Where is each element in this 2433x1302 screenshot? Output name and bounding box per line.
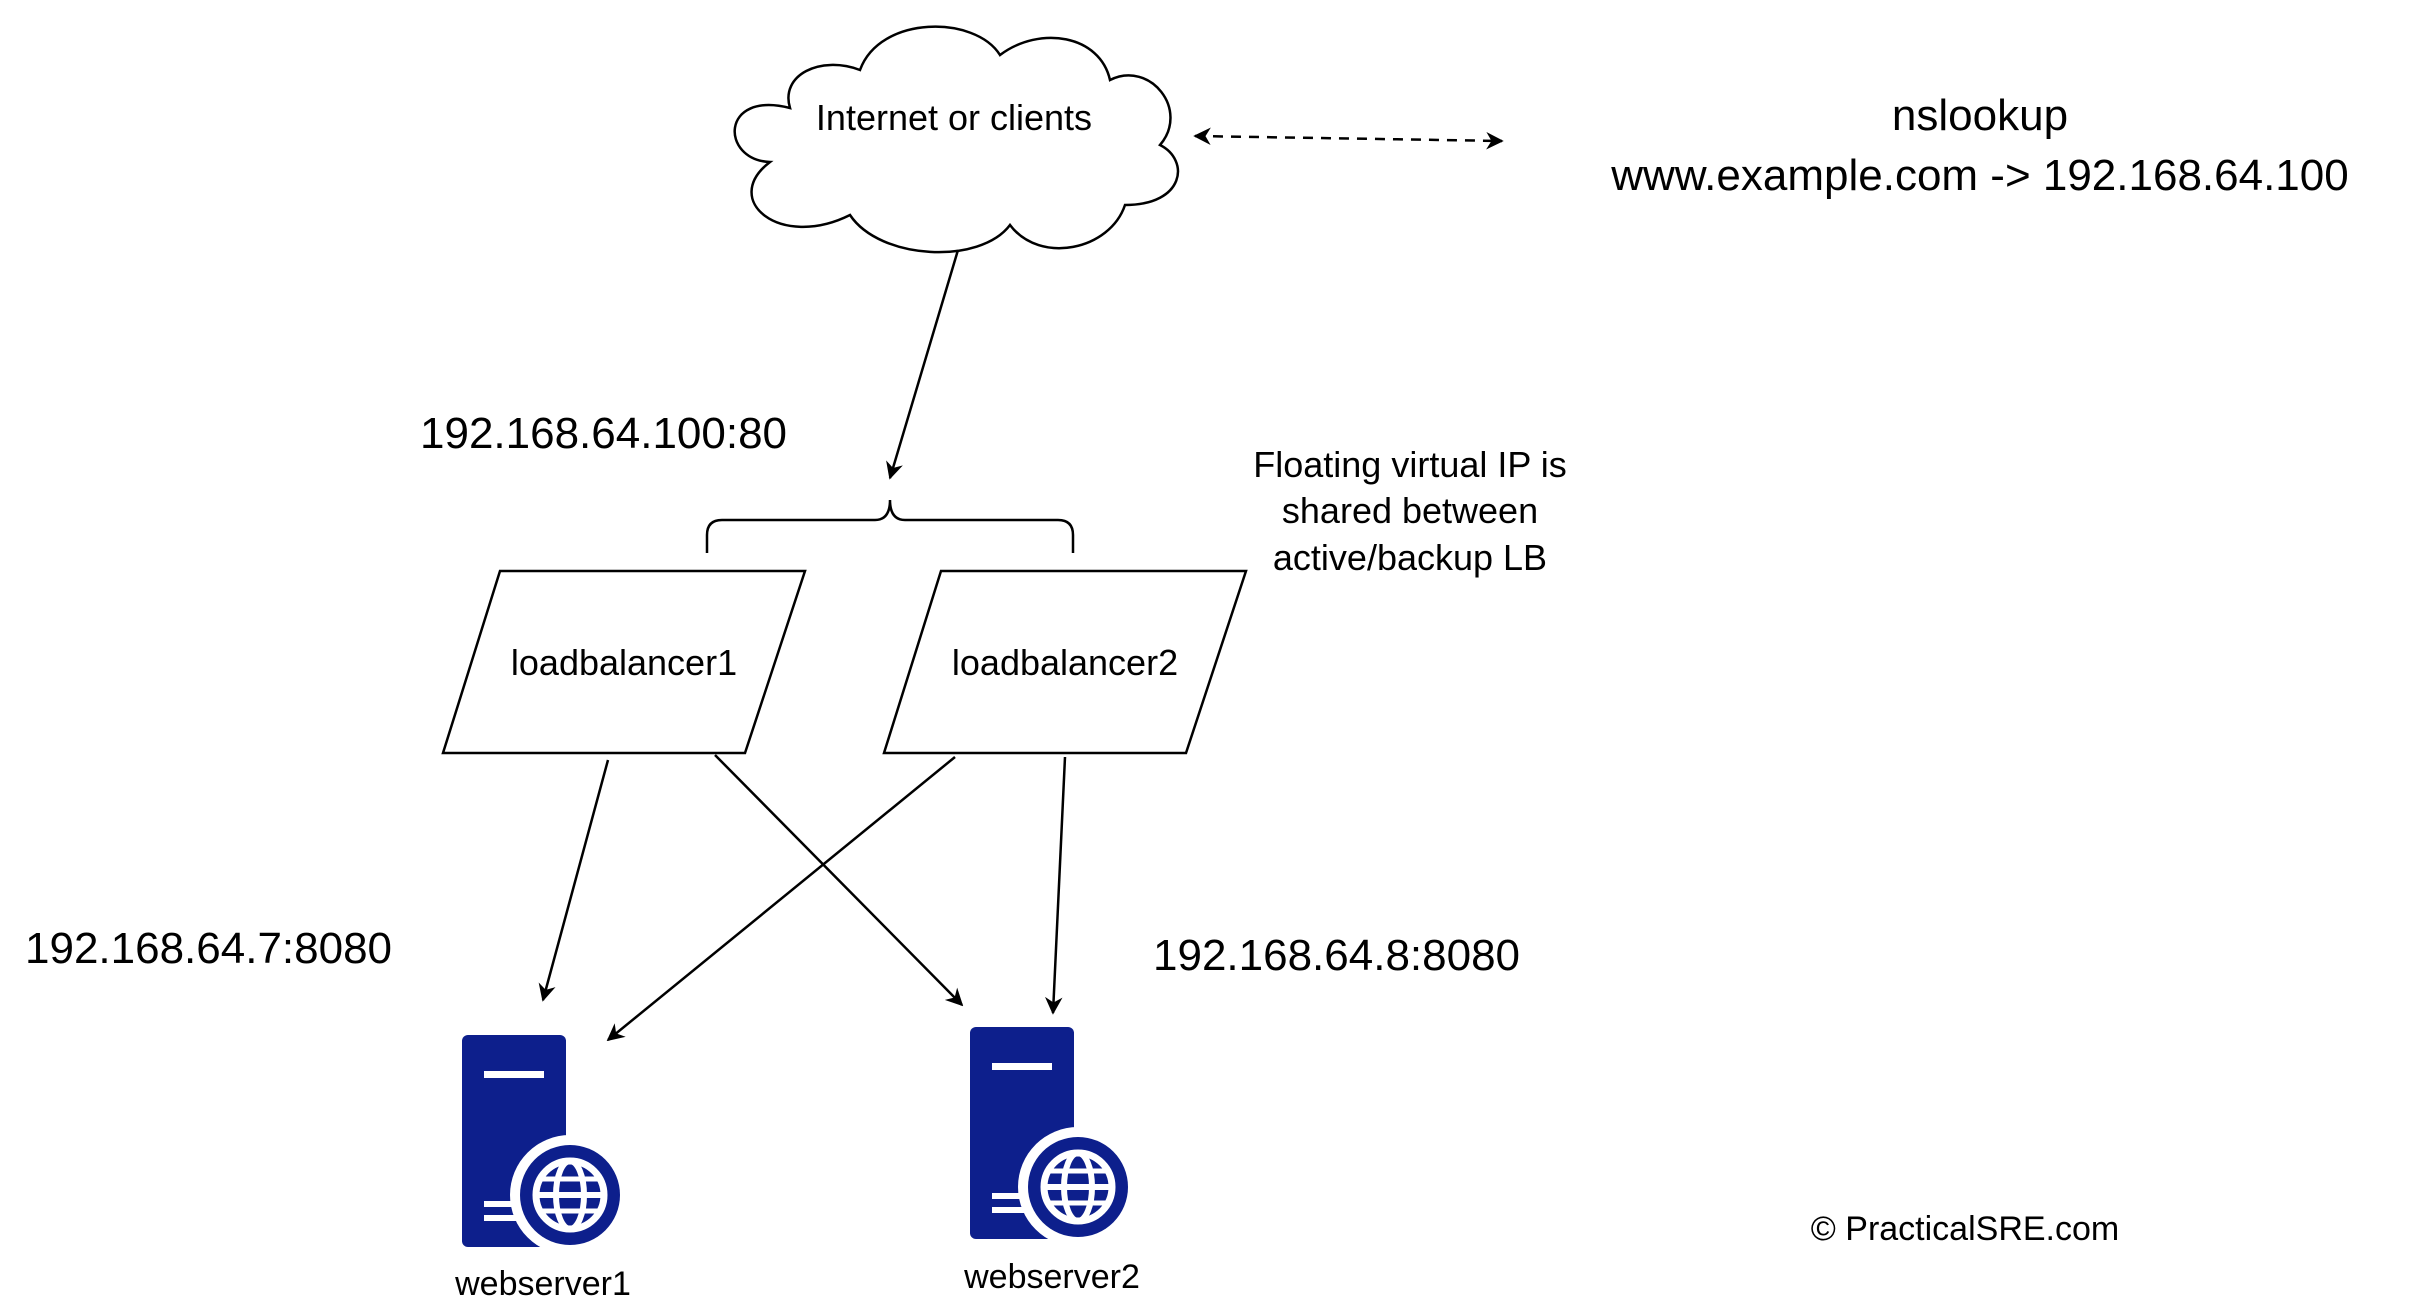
webserver2-label: webserver2 <box>963 1258 1140 1296</box>
vip-address: 192.168.64.100:80 <box>420 409 787 458</box>
webserver1-node: webserver1 <box>454 1035 631 1302</box>
loadbalancer1-node: loadbalancer1 <box>441 569 807 755</box>
cloud-to-vip-arrow <box>886 249 960 480</box>
vip-brace <box>705 499 1075 553</box>
dns-arrow <box>1193 127 1504 150</box>
note-line2: shared between <box>1282 490 1538 531</box>
internet-cloud: Internet or clients <box>733 25 1180 254</box>
webserver1-server-icon <box>462 1035 630 1255</box>
copyright-text: © PracticalSRE.com <box>1811 1210 2119 1248</box>
loadbalancer1-shape <box>441 569 807 755</box>
nslookup-title: nslookup <box>1892 91 2068 140</box>
webserver2-node: webserver2 <box>963 1027 1140 1296</box>
cloud-icon <box>733 25 1180 254</box>
note-line3: active/backup LB <box>1273 537 1547 578</box>
lb2-to-web1-arrow <box>606 756 956 1042</box>
webserver1-label: webserver1 <box>454 1265 631 1302</box>
loadbalancer2-shape <box>882 569 1248 755</box>
webserver2-address: 192.168.64.8:8080 <box>1153 931 1520 980</box>
lb1-to-web2-arrow <box>714 754 964 1007</box>
webserver2-server-icon <box>970 1027 1138 1247</box>
webserver1-address: 192.168.64.7:8080 <box>25 924 392 973</box>
cloud-label: Internet or clients <box>816 97 1092 138</box>
lb2-to-web2-arrow <box>1044 756 1067 1015</box>
loadbalancer2-node: loadbalancer2 <box>882 569 1248 755</box>
lb1-to-web1-arrow <box>538 759 610 1002</box>
nslookup-result: www.example.com -> 192.168.64.100 <box>1610 151 2348 200</box>
loadbalancer2-label: loadbalancer2 <box>952 642 1178 683</box>
note-line1: Floating virtual IP is <box>1253 444 1566 485</box>
loadbalancer1-label: loadbalancer1 <box>511 642 737 683</box>
